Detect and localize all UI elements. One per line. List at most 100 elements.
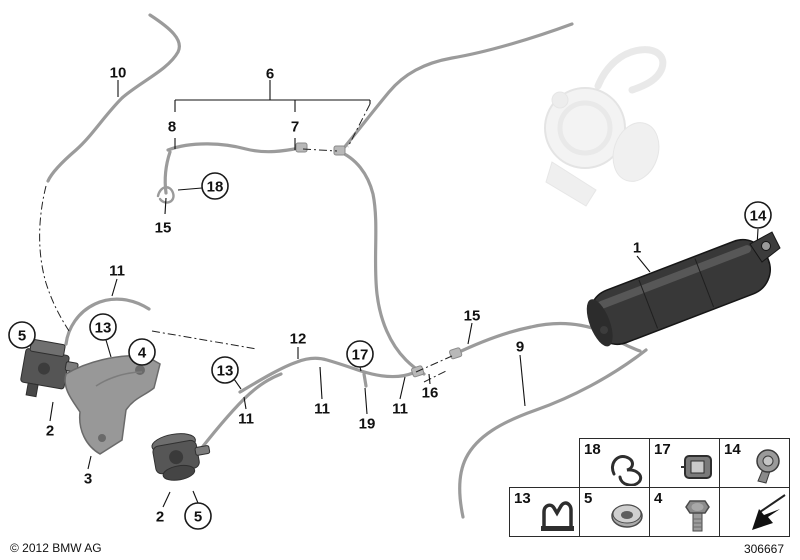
- clamp-icon: [681, 455, 712, 479]
- callout-number: 3: [84, 471, 92, 488]
- vacuum-reservoir: [586, 231, 781, 347]
- callout-number: 1: [633, 240, 641, 257]
- reservoir-seam: [694, 258, 715, 308]
- pump-port: [551, 91, 569, 109]
- reservoir-sheen: [597, 245, 752, 310]
- pump-bracket: [545, 161, 597, 207]
- bracket-bend: [95, 371, 143, 387]
- legend-cell-number: 4: [654, 490, 663, 507]
- callout-20-15: 15: [464, 308, 481, 325]
- callout-21-1: 1: [633, 240, 641, 257]
- pump-side: [612, 122, 660, 182]
- callout-circle: [89, 313, 117, 341]
- leader: [243, 396, 247, 410]
- callout-14-17: 17: [346, 340, 374, 368]
- legend-cell-5: 5: [579, 487, 650, 537]
- callout-number: 11: [392, 401, 408, 418]
- callout-circle: [128, 338, 156, 366]
- callout-number: 12: [290, 331, 307, 348]
- callout-7-5: 5: [8, 321, 36, 349]
- legend-cell-number: 17: [654, 441, 671, 458]
- leader: [164, 197, 167, 215]
- legend-cell-arrow: [719, 487, 790, 537]
- leader: [428, 373, 431, 385]
- callout-number: 17: [352, 347, 369, 364]
- reference-lines: [39, 103, 453, 383]
- holder-clip-icon: [541, 501, 574, 531]
- callout-number: 11: [314, 401, 330, 418]
- callout-number: 4: [138, 345, 147, 362]
- callout-8-13: 13: [89, 313, 117, 341]
- legend-cell-14: 14: [719, 438, 790, 488]
- callout-12-12: 12: [290, 331, 307, 348]
- screw-icon: [756, 449, 780, 484]
- callout-22-9: 9: [516, 339, 524, 356]
- callout-number: 5: [194, 509, 202, 526]
- callout-number: 9: [516, 339, 524, 356]
- leader: [87, 455, 92, 470]
- callout-number: 7: [291, 119, 299, 136]
- grommet-icon: [611, 504, 643, 528]
- legend-cell-17: 17: [649, 438, 720, 488]
- callout-number: 10: [110, 65, 127, 82]
- reservoir-endcap: [586, 299, 613, 347]
- fitting: [333, 145, 346, 156]
- pump-body-inner: [557, 100, 613, 156]
- callout-5-15: 15: [155, 220, 172, 237]
- bracket-hole: [135, 365, 145, 375]
- leader: [162, 491, 171, 508]
- legend-cell-number: 13: [514, 490, 531, 507]
- callout-0-10: 10: [110, 65, 127, 82]
- leader: [319, 366, 323, 400]
- leader: [111, 278, 118, 297]
- hose-mid-run: [238, 356, 415, 394]
- callout-9-4: 4: [128, 338, 156, 366]
- callout-11-3: 3: [84, 471, 92, 488]
- pump-body: [544, 87, 626, 169]
- bracket-hole: [98, 434, 106, 442]
- leader: [233, 378, 242, 390]
- hose-8-7: [166, 142, 302, 154]
- hose-10: [46, 13, 181, 183]
- hose-11-left: [64, 297, 151, 346]
- callout-number: 2: [156, 509, 164, 526]
- legend-cell-13: 13: [509, 487, 580, 537]
- leader: [364, 387, 368, 415]
- callout-number: 18: [207, 179, 224, 196]
- legend-cell-4: 4: [649, 487, 720, 537]
- copyright-text: © 2012 BMW AG: [10, 541, 102, 555]
- legend-cell-number: 5: [584, 490, 593, 507]
- callout-number: 16: [422, 385, 439, 402]
- leader: [636, 255, 651, 273]
- valve-lower: [151, 433, 211, 481]
- reservoir-seam: [638, 279, 659, 329]
- callout-19-16: 16: [422, 385, 439, 402]
- dash-line: [302, 148, 338, 152]
- callout-10-2: 2: [46, 423, 54, 440]
- valve-detail: [169, 450, 184, 465]
- callout-24-2: 2: [156, 509, 164, 526]
- callout-23-14: 14: [744, 201, 772, 229]
- bracket-plate: [64, 354, 161, 455]
- vacuum-pump-ghost: [544, 46, 667, 207]
- legend-cell-number: 14: [724, 441, 741, 458]
- hose-15-drop: [163, 150, 172, 195]
- dash-line: [415, 355, 453, 373]
- callout-circle: [346, 340, 374, 368]
- callout-number: 6: [266, 66, 274, 83]
- leader: [519, 354, 526, 407]
- callout-number: 5: [18, 328, 26, 345]
- bolt-icon: [685, 500, 710, 532]
- leader: [105, 339, 112, 358]
- clip-icon: [611, 454, 643, 486]
- callout-number: 19: [359, 416, 376, 433]
- fitting: [449, 347, 463, 360]
- callout-number: 14: [750, 208, 767, 225]
- callout-number: 15: [464, 308, 481, 325]
- dash-line: [39, 185, 70, 332]
- callout-circle: [201, 172, 229, 200]
- fittings: [295, 142, 463, 378]
- callout-circle: [184, 502, 212, 530]
